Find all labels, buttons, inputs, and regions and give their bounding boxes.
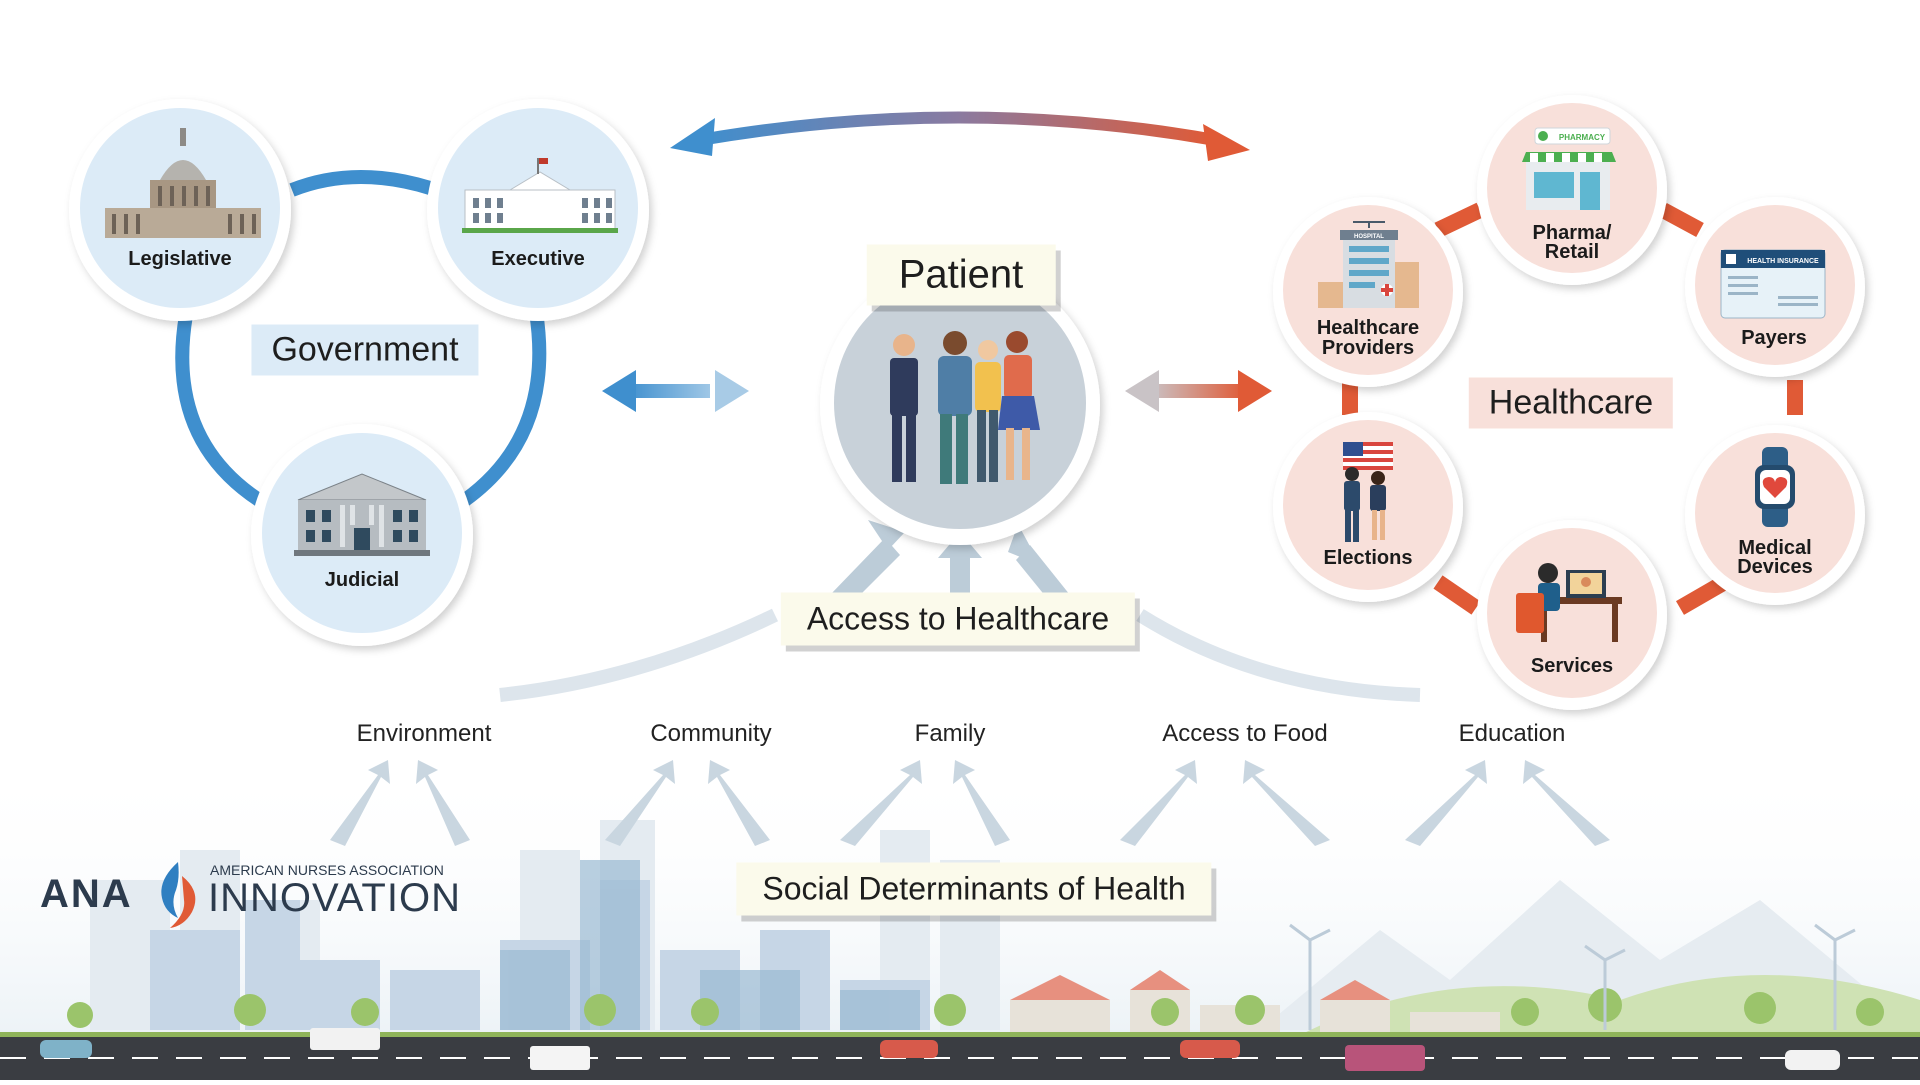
hospital-icon: HOSPITAL: [1318, 221, 1419, 308]
services-label: Services: [1530, 655, 1614, 677]
insurance-card-icon: HEALTH INSURANCE: [1720, 249, 1826, 319]
patient-healthcare-arrow: [1125, 370, 1272, 412]
medical-devices-label-line2: Devices: [1737, 556, 1813, 578]
access-title: Access to Healthcare: [780, 592, 1136, 646]
pharma-label-line1: Pharma/: [1532, 222, 1612, 244]
healthcare-title: Healthcare: [1468, 377, 1674, 429]
sdoh-arrows: [330, 760, 1610, 846]
telehealth-desk-icon: [1516, 563, 1622, 642]
capitol-building-icon: [105, 128, 261, 238]
patient-title: Patient: [866, 244, 1056, 306]
sdoh-item-education: Education: [1458, 720, 1566, 747]
payers-label: Payers: [1741, 327, 1807, 349]
voters-flag-icon: [1343, 442, 1393, 542]
providers-label-line1: Healthcare: [1316, 317, 1420, 339]
medical-devices-label-line1: Medical: [1738, 537, 1812, 559]
courthouse-icon: [294, 473, 430, 556]
elections-node: [1273, 412, 1463, 602]
government-cluster: [69, 99, 649, 646]
smartwatch-heart-icon: [1755, 447, 1795, 527]
logo-org-text: AMERICAN NURSES ASSOCIATION: [210, 862, 444, 878]
legislative-label: Legislative: [128, 248, 232, 270]
government-title: Government: [251, 324, 479, 376]
elections-label: Elections: [1323, 547, 1413, 569]
city-skyline: [0, 760, 1920, 1080]
white-house-icon: [462, 158, 618, 233]
access-flows: [499, 520, 1421, 702]
pharmacy-sign-text: PHARMACY: [1559, 133, 1606, 142]
insurance-card-text: HEALTH INSURANCE: [1747, 258, 1819, 265]
providers-label-line2: Providers: [1321, 337, 1415, 359]
logo-innovation-text: INNOVATION: [208, 876, 461, 920]
sdoh-title: Social Determinants of Health: [736, 862, 1212, 916]
logo-ana-text: ANA: [40, 872, 133, 916]
hospital-sign-text: HOSPITAL: [1354, 234, 1384, 240]
pharmacy-icon: PHARMACY: [1522, 127, 1616, 210]
top-double-arrow: [670, 111, 1250, 161]
healthcare-cluster: PHARMACY HEALTH INSURANCE: [1273, 95, 1865, 710]
services-node: [1477, 520, 1667, 710]
judicial-label: Judicial: [324, 569, 400, 591]
patients-group-icon: [890, 331, 1040, 484]
government-patient-arrow: [602, 370, 749, 412]
executive-label: Executive: [491, 248, 585, 270]
sdoh-item-community: Community: [650, 720, 772, 747]
pharma-label-line2: Retail: [1544, 241, 1600, 263]
sdoh-item-family: Family: [914, 720, 986, 747]
sdoh-item-access-to-food: Access to Food: [1162, 720, 1328, 747]
sdoh-item-environment: Environment: [356, 720, 492, 747]
flame-icon: [161, 862, 196, 928]
